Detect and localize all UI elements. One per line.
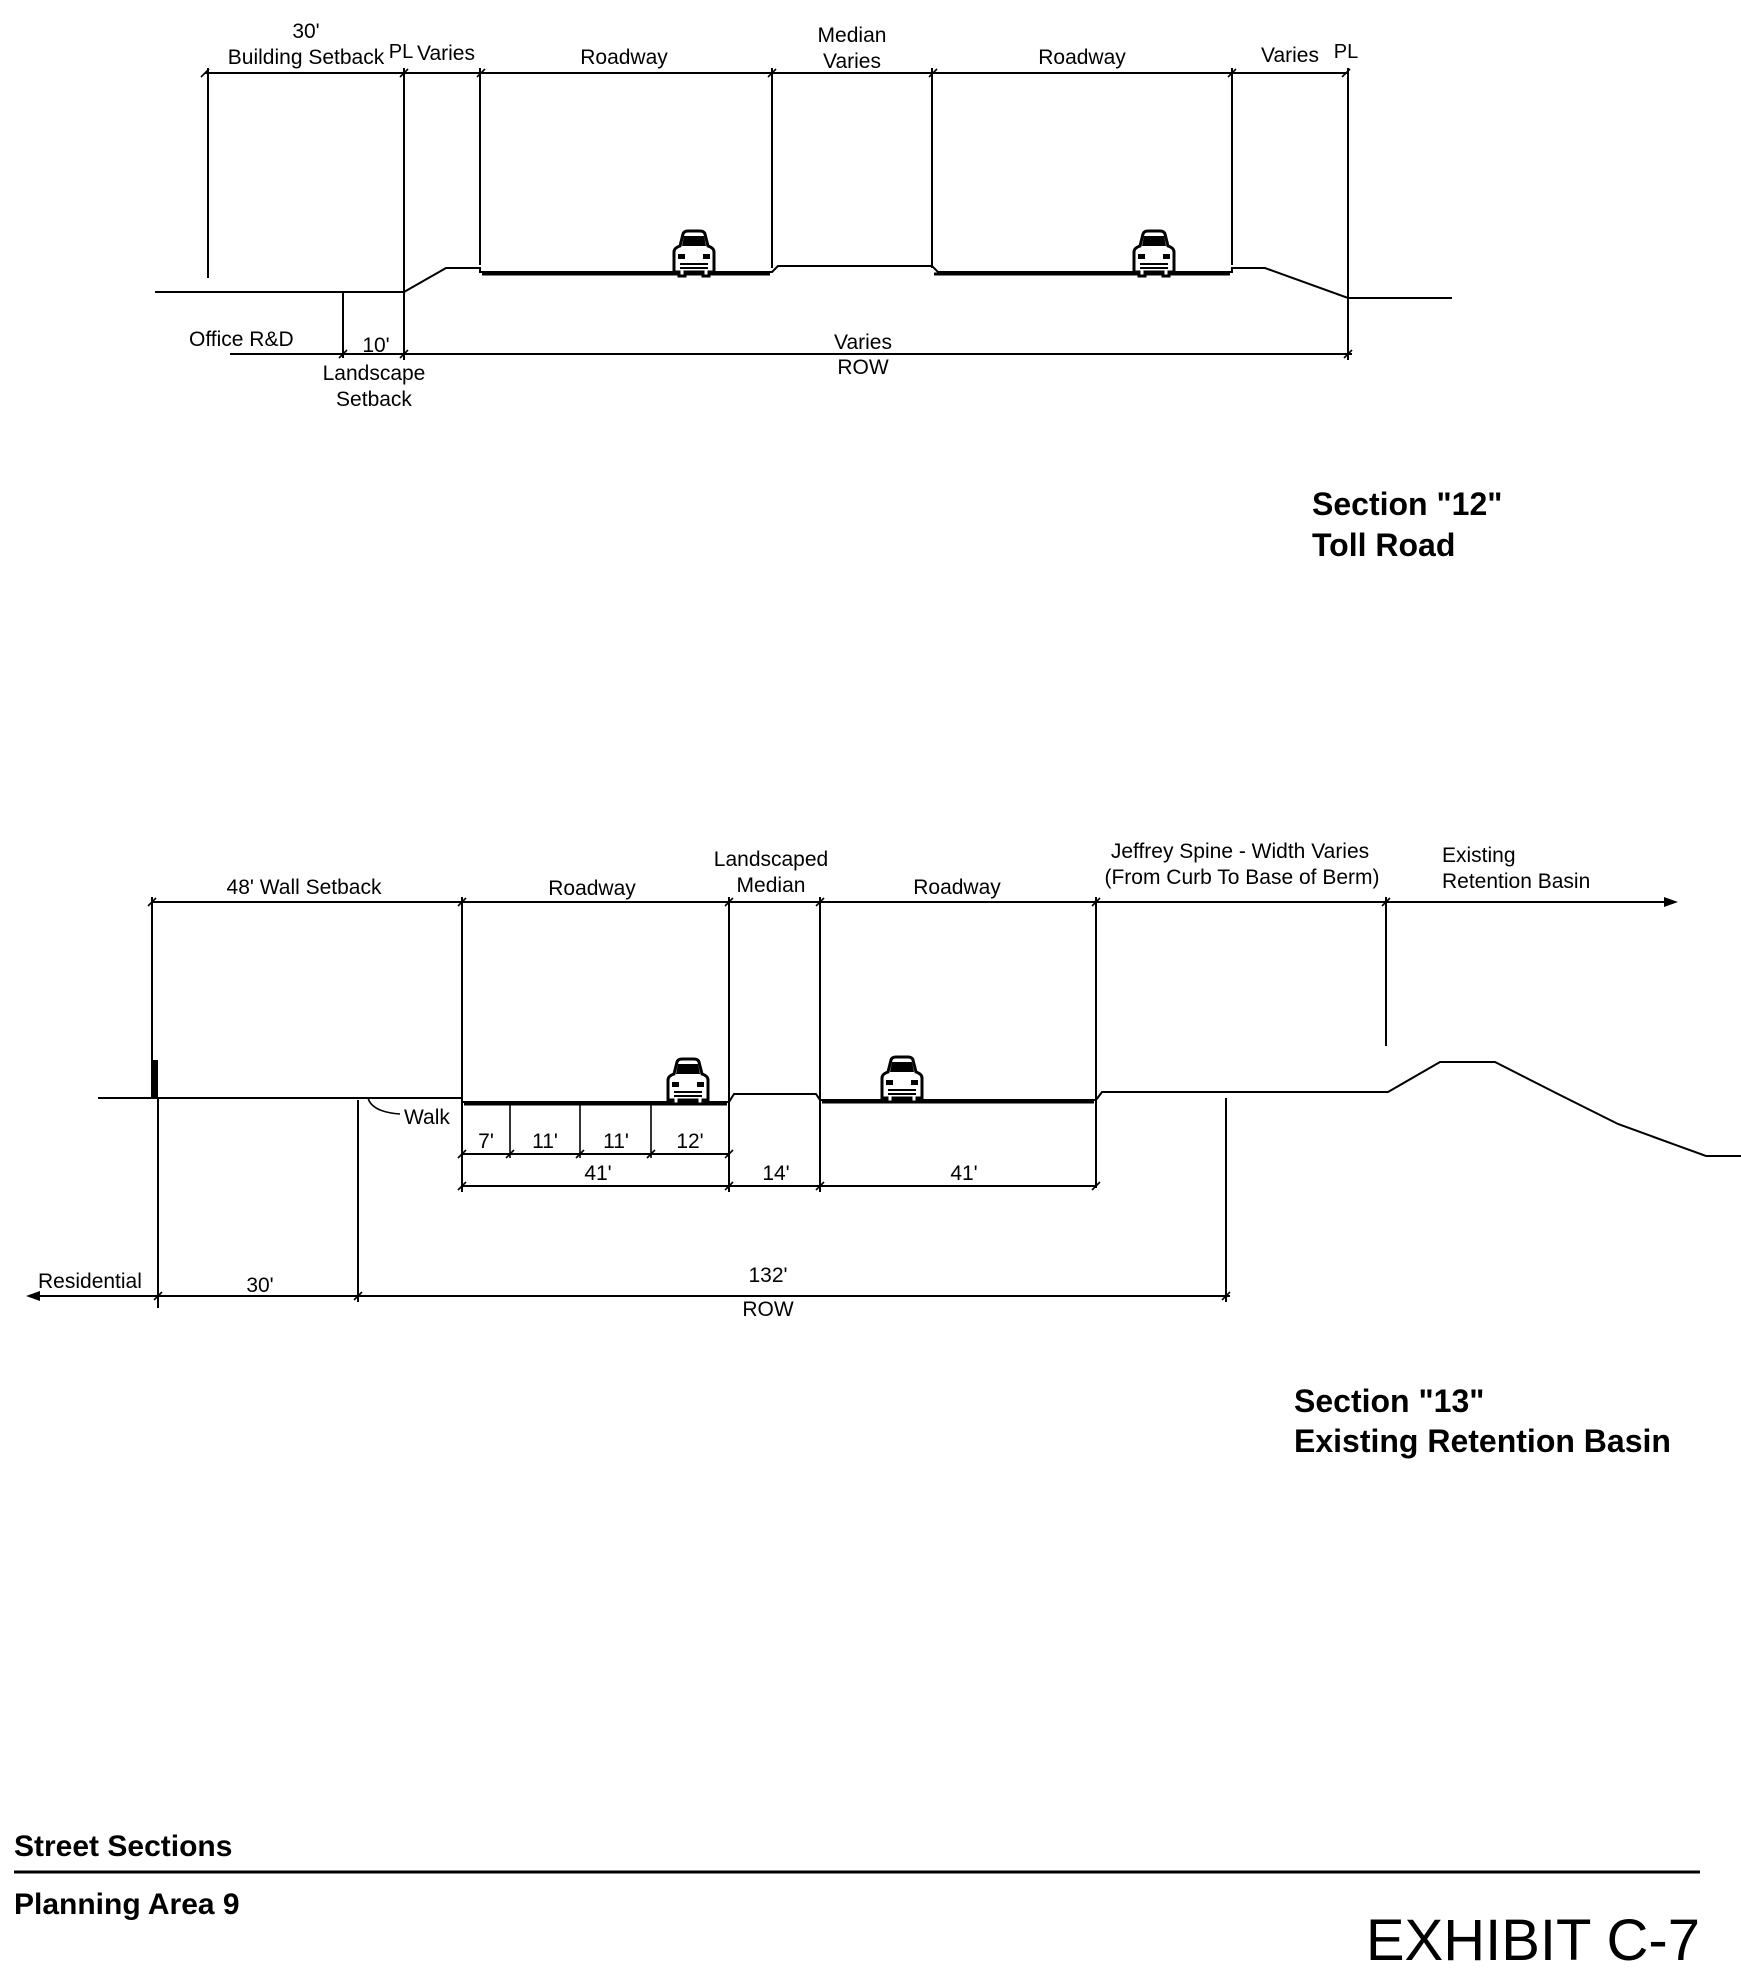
s12-property-line-right: PL (1334, 41, 1358, 63)
s12-title-line-2: Toll Road (1312, 527, 1455, 563)
s12-varies-left-label: Varies (417, 42, 475, 65)
s12-row-varies-label: Varies (834, 331, 892, 354)
s12-building-setback-label: Building Setback (228, 46, 385, 69)
s13-lane-dim-3: 11' (603, 1130, 629, 1153)
s13-basin-label-2: Retention Basin (1442, 870, 1590, 893)
s13-extension-lines (151, 897, 1387, 1308)
s13-median-label-1: Landscaped (714, 848, 828, 871)
s13-lane-dividers (509, 1104, 652, 1158)
s13-median-label-2: Median (737, 874, 806, 897)
s12-roadway-left-label: Roadway (580, 46, 668, 69)
s12-title-line-1: Section "12" (1312, 486, 1502, 522)
s12-extension-lines (207, 68, 1349, 360)
s13-roadway-right-label: Roadway (913, 876, 1001, 899)
s13-ground-profile (98, 1061, 1741, 1157)
s13-wall-setback-label: 48' Wall Setback (227, 876, 382, 899)
s13-spine-label-1: Jeffrey Spine - Width Varies (1111, 840, 1369, 863)
footer: Street Sections Planning Area 9 EXHIBIT … (14, 1830, 1700, 1973)
s13-left-roadway-dim: 41' (584, 1162, 611, 1185)
s13-right-car (880, 1055, 924, 1104)
s13-title-line-1: Section "13" (1294, 1383, 1484, 1419)
footer-planning-area: Planning Area 9 (14, 1888, 240, 1921)
s12-landscape-label-1: Landscape (323, 362, 426, 385)
s12-building-setback-dim: 30' (292, 20, 319, 43)
s13-wall (153, 1060, 158, 1098)
s13-walk-label: Walk (404, 1106, 450, 1129)
s13-row-ticks (153, 1291, 1231, 1301)
s13-left-arrow (26, 1291, 40, 1301)
s12-office-label: Office R&D (189, 328, 294, 351)
s13-setback-dim: 30' (246, 1274, 273, 1297)
s13-roadway-ticks (457, 1181, 1101, 1191)
footer-exhibit-label: EXHIBIT C-7 (1366, 1908, 1700, 1973)
s12-median-label: Median (818, 24, 887, 47)
s13-lane-dim-4: 12' (676, 1130, 703, 1153)
section-13-diagram: 48' Wall Setback Roadway Landscaped Medi… (26, 840, 1741, 1459)
s12-ground-profile (155, 265, 1452, 299)
s12-row-label: ROW (837, 356, 889, 379)
s13-title-line-2: Existing Retention Basin (1294, 1423, 1671, 1459)
section-12-diagram: 30' Building Setback PL Varies Roadway M… (155, 20, 1502, 563)
s13-row-dim: 132' (748, 1264, 787, 1287)
s13-lane-ticks (457, 1149, 734, 1159)
s13-lane-dim-1: 7' (478, 1130, 494, 1153)
s13-spine-label-2: (From Curb To Base of Berm) (1104, 866, 1379, 889)
s13-roadway-left-label: Roadway (548, 877, 636, 900)
s12-left-car (672, 229, 716, 278)
s13-left-car (666, 1057, 710, 1106)
s12-roadway-right-label: Roadway (1038, 46, 1126, 69)
s13-residential-label: Residential (38, 1270, 142, 1293)
s13-median-dim: 14' (762, 1162, 789, 1185)
s13-row-label: ROW (742, 1298, 794, 1321)
s12-landscape-dim: 10' (362, 334, 389, 357)
s13-walk-leader (367, 1097, 401, 1115)
s13-top-arrow (1664, 897, 1678, 907)
s13-right-roadway-dim: 41' (950, 1162, 977, 1185)
s12-varies-right-label: Varies (1261, 44, 1319, 67)
s12-landscape-label-2: Setback (336, 388, 412, 411)
footer-street-sections: Street Sections (14, 1830, 232, 1863)
s12-right-car (1132, 229, 1176, 278)
s12-bottom-ticks (338, 349, 1353, 359)
s12-property-line-left: PL (389, 41, 413, 63)
s13-lane-dim-2: 11' (532, 1130, 558, 1153)
s13-basin-label-1: Existing (1442, 844, 1516, 867)
s12-median-varies-label: Varies (823, 50, 881, 73)
